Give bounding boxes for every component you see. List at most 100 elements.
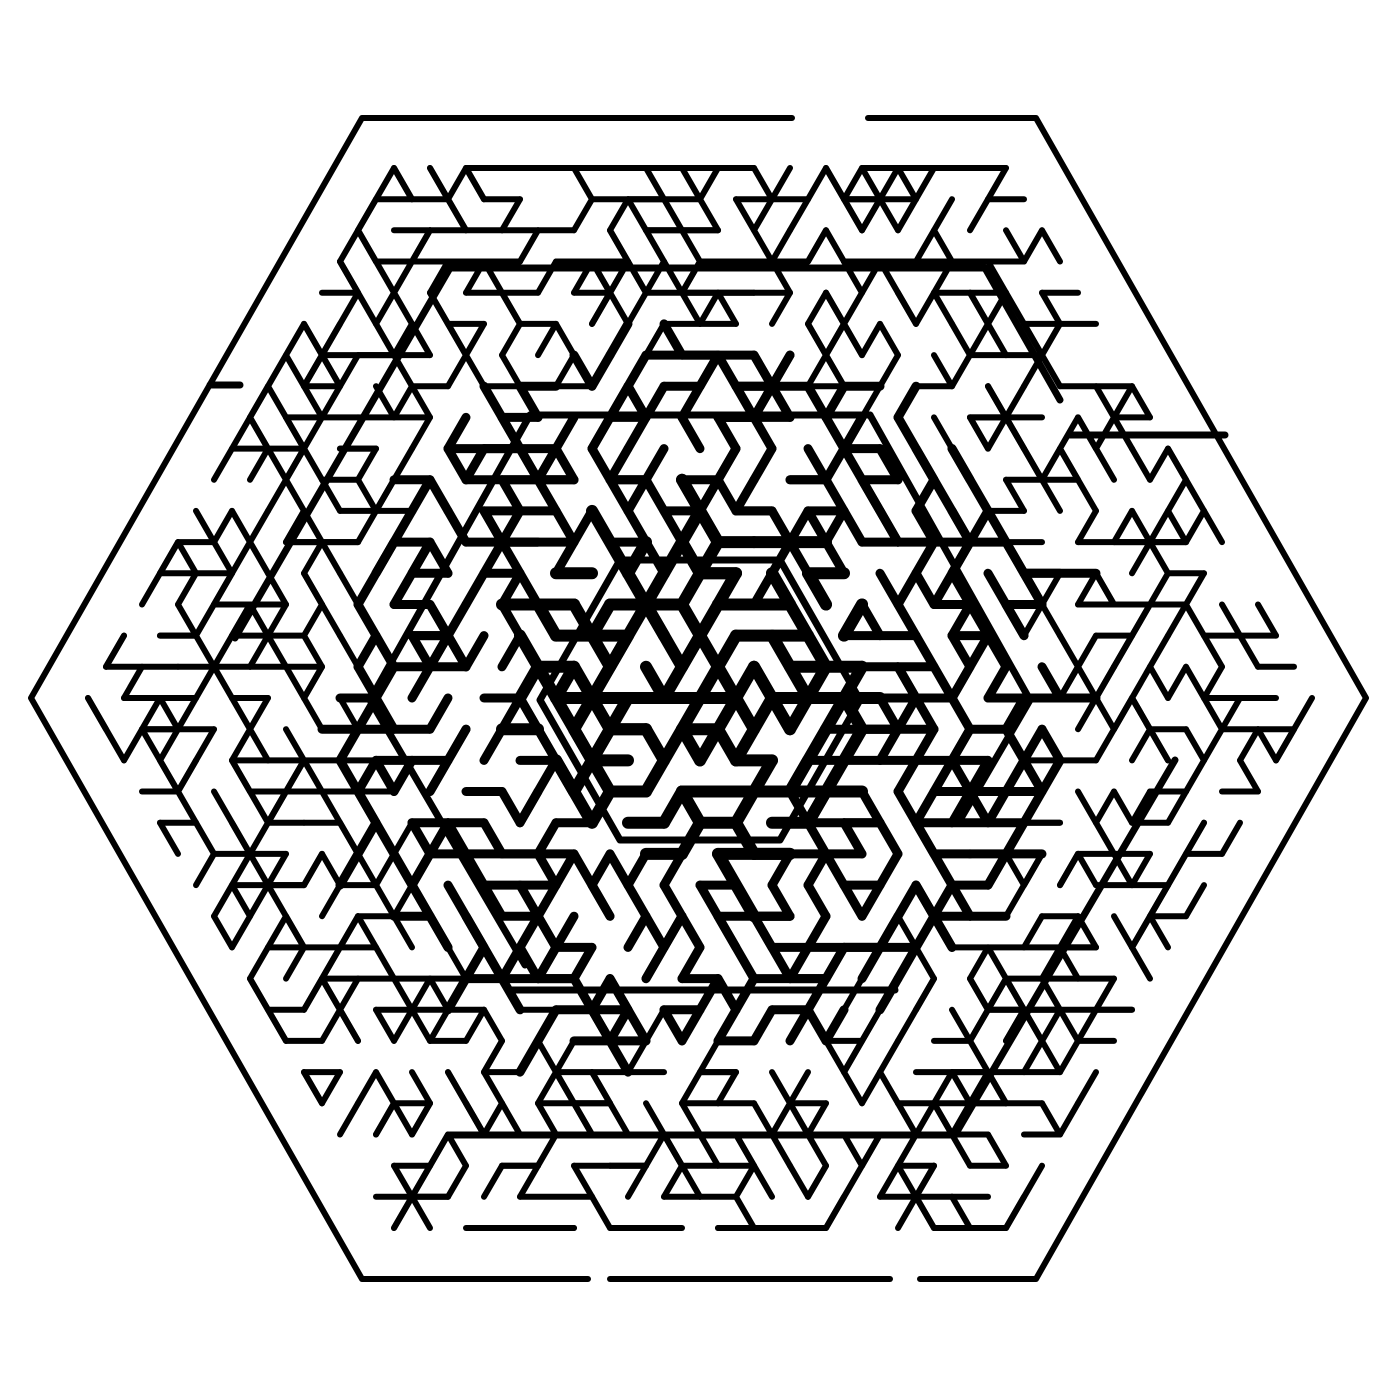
maze-wall-segment (373, 476, 397, 514)
maze-wall-segment (445, 1069, 487, 1138)
maze-wall-segment (229, 601, 253, 639)
maze-wall-segment (931, 414, 955, 452)
maze-wall-segment (875, 911, 903, 952)
maze-wall-segment (319, 788, 361, 857)
maze-wall-segment (787, 1100, 829, 1169)
maze-wall-segment (1093, 383, 1117, 421)
maze-wall-segment (821, 444, 849, 485)
maze-wall-segment (695, 350, 723, 391)
maze-wall-segment (859, 1069, 883, 1107)
maze-wall-segment (679, 258, 703, 296)
maze-wall-segment (371, 631, 399, 672)
maze-wall-segment (607, 196, 631, 234)
maze-wall-segment (733, 1131, 757, 1169)
maze-wall-segment (371, 693, 399, 734)
maze-wall-segment (409, 1006, 433, 1044)
maze-wall-segment (445, 1131, 469, 1169)
maze-wall-segment (461, 849, 489, 890)
maze-wall-segment (425, 693, 453, 734)
maze-wall-segment (391, 352, 415, 390)
maze-wall-segment (697, 196, 721, 234)
outer-boundary (28, 115, 1369, 1282)
maze-wall-segment (1039, 289, 1063, 327)
maze-wall-segment (823, 1193, 847, 1231)
maze-wall-segment (749, 444, 777, 485)
maze-wall-segment (1039, 1100, 1063, 1138)
maze-wall-segment (605, 475, 633, 516)
maze-wall-segment (769, 289, 793, 327)
maze-wall-segment (479, 381, 507, 422)
maze-wall-segment (625, 258, 667, 327)
maze-wall-segment (751, 165, 793, 234)
maze-wall-segment (658, 504, 706, 580)
maze-wall-segment (1111, 507, 1135, 546)
maze-wall-segment (821, 412, 849, 454)
maze-wall-segment (409, 1069, 433, 1107)
maze-wall-segment (623, 880, 651, 921)
maze-wall-segment (949, 1069, 973, 1107)
maze-wall-segment (839, 506, 867, 547)
maze-wall-segment (355, 165, 397, 234)
maze-wall-segment (1147, 663, 1171, 701)
maze-wall-segment (443, 444, 471, 485)
maze-wall-segment (859, 258, 883, 296)
maze-wall-segment (265, 476, 289, 514)
maze-wall-segment (373, 1069, 397, 1107)
maze-wall-segment (463, 165, 487, 203)
maze-wall-segment (301, 632, 325, 670)
maze-wall-segment (661, 1131, 703, 1200)
maze-walls (85, 165, 1315, 1231)
maze-wall-segment (1129, 850, 1153, 889)
maze-wall-segment (625, 1131, 667, 1200)
maze-wall-segment (803, 880, 831, 921)
maze-wall-segment (445, 352, 469, 390)
maze-wall-segment (1201, 695, 1225, 733)
maze-wall-segment (247, 944, 271, 982)
maze-wall-segment (353, 631, 381, 672)
maze-wall-segment (877, 320, 901, 359)
maze-wall-segment (409, 1100, 433, 1138)
maze-wall-segment (481, 1162, 505, 1200)
maze-wall-segment (713, 475, 741, 516)
maze-wall-segment (859, 1131, 883, 1169)
maze-wall-segment (875, 444, 903, 485)
maze-wall-segment (931, 258, 955, 296)
maze-wall-segment (481, 1069, 505, 1107)
maze-wall-segment (893, 942, 921, 984)
maze-wall-segment (479, 880, 507, 921)
maze-wall-segment (643, 227, 667, 265)
maze-wall-segment (1219, 819, 1243, 857)
maze-wall-segment (247, 539, 271, 577)
maze-wall-segment (568, 598, 616, 673)
maze-wall-segment (497, 787, 525, 828)
maze-wall-segment (911, 475, 939, 516)
maze-wall-segment (121, 726, 145, 764)
maze-wall-segment (1075, 507, 1099, 546)
maze-wall-segment (841, 1006, 883, 1076)
maze-wall-segment (947, 880, 975, 921)
maze-wall-segment (301, 507, 343, 577)
maze-wall-segment (877, 258, 901, 296)
maze-wall-segment (103, 632, 127, 670)
maze-wall-segment (623, 911, 651, 952)
maze-wall-segment (443, 506, 471, 547)
maze-wall-segment (337, 1100, 361, 1138)
maze-wall-segment (785, 787, 831, 859)
maze-wall-segment (301, 601, 325, 639)
maze-wall-segment (551, 506, 597, 578)
maze-wall-segment (802, 567, 832, 611)
maze-wall-segment (337, 632, 361, 670)
maze-wall-segment (247, 414, 271, 452)
maze-wall-segment (373, 1100, 397, 1138)
maze-wall-segment (623, 381, 651, 422)
maze-wall-segment (1019, 724, 1047, 765)
maze-wall-segment (373, 1006, 397, 1044)
maze-wall-segment (641, 911, 687, 984)
maze-wall-segment (589, 258, 631, 327)
maze-wall-segment (355, 445, 379, 483)
maze-wall-segment (947, 662, 975, 703)
maze-wall-segment (931, 352, 955, 390)
maze-wall-segment (949, 1006, 973, 1044)
maze-wall-segment (805, 227, 829, 265)
maze-wall-segment (1021, 227, 1045, 265)
